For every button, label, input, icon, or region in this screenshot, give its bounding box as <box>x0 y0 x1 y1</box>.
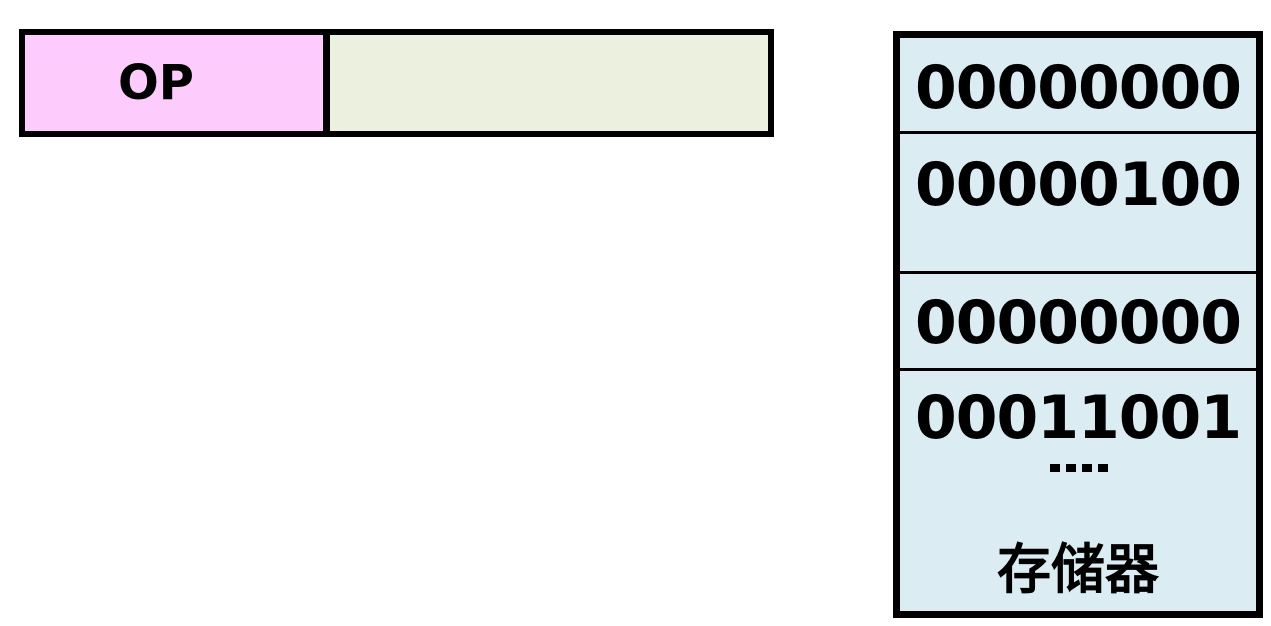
address-field <box>330 35 768 131</box>
memory-label: 存储器 <box>997 538 1159 601</box>
memory-divider-1 <box>900 271 1256 274</box>
ellipsis-dots <box>1050 464 1108 472</box>
instruction-register: OP <box>19 29 774 137</box>
memory-divider-2 <box>900 368 1256 371</box>
memory-divider-0 <box>900 131 1256 134</box>
op-label: OP <box>118 55 194 111</box>
memory-cell-3: 00011001 <box>915 383 1242 453</box>
memory-cell-0: 00000000 <box>915 53 1242 123</box>
memory-cell-2: 00000000 <box>915 288 1242 358</box>
op-field: OP <box>25 35 330 131</box>
memory-block: 00000000 00000100 00000000 00011001 存储器 <box>893 31 1263 618</box>
memory-cell-1: 00000100 <box>915 150 1242 220</box>
